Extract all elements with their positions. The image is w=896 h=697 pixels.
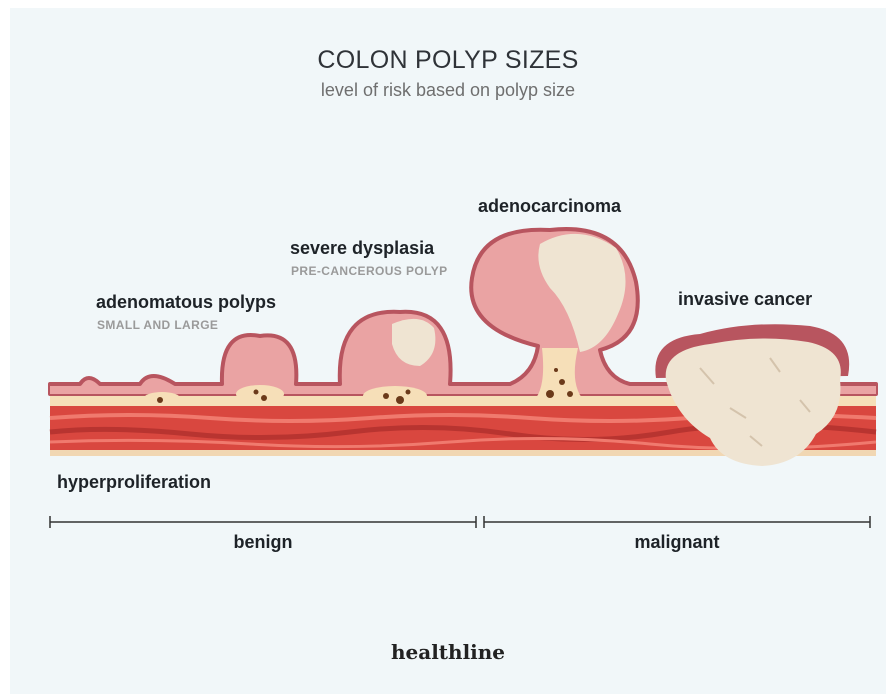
colon-wall-diagram: [10, 8, 886, 694]
label-benign: benign: [50, 532, 476, 553]
sublabel-small-and-large: SMALL AND LARGE: [97, 318, 218, 332]
polyp-base: [236, 385, 284, 403]
label-hyperproliferation: hyperproliferation: [57, 472, 211, 493]
risk-scale: [50, 516, 870, 528]
polyp-base: [363, 386, 427, 406]
label-invasive-cancer: invasive cancer: [678, 289, 812, 310]
sublabel-pre-cancerous-polyp: PRE-CANCEROUS POLYP: [291, 264, 448, 278]
label-adenocarcinoma: adenocarcinoma: [478, 196, 621, 217]
healthline-logo: healthline: [10, 640, 886, 664]
illustration-canvas: COLON POLYP SIZES level of risk based on…: [10, 8, 886, 694]
label-malignant: malignant: [484, 532, 870, 553]
label-severe-dysplasia: severe dysplasia: [290, 238, 434, 259]
label-adenomatous-polyps: adenomatous polyps: [96, 292, 276, 313]
